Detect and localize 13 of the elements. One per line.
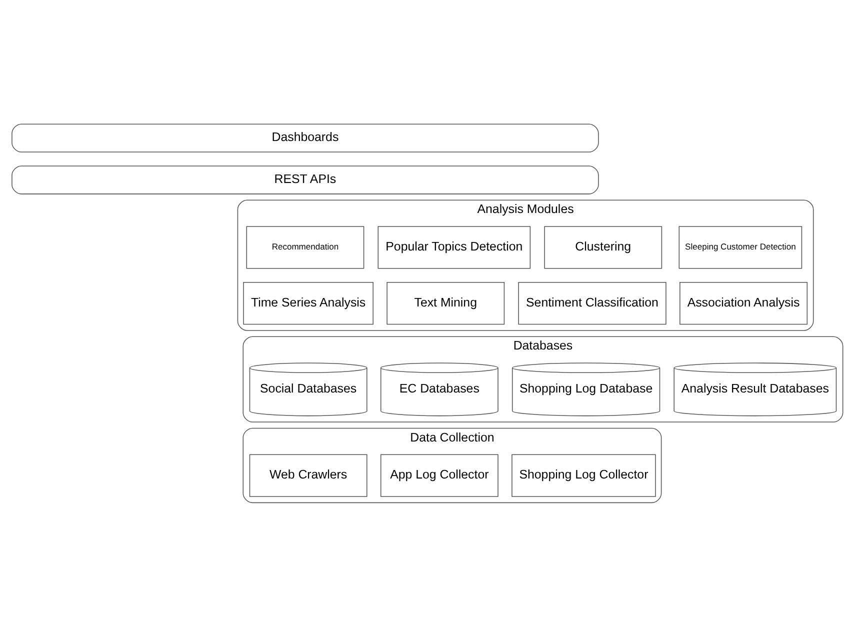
node-box: Text Mining <box>386 282 505 325</box>
node-box: Dashboards <box>12 124 599 152</box>
node-box: Clustering <box>544 226 662 269</box>
node-box: Shopping Log Collector <box>512 454 656 497</box>
node-box: Sentiment Classification <box>518 282 666 325</box>
node-box: Sleeping Customer Detection <box>678 226 802 269</box>
node-box: Time Series Analysis <box>243 282 374 325</box>
node-box: Popular Topics Detection <box>378 226 531 269</box>
node-box: App Log Collector <box>380 454 498 497</box>
node-box: Web Crawlers <box>249 454 368 497</box>
node-box: Association Analysis <box>680 282 808 325</box>
node-box: REST APIs <box>12 166 599 194</box>
node-box: Recommendation <box>246 226 364 269</box>
